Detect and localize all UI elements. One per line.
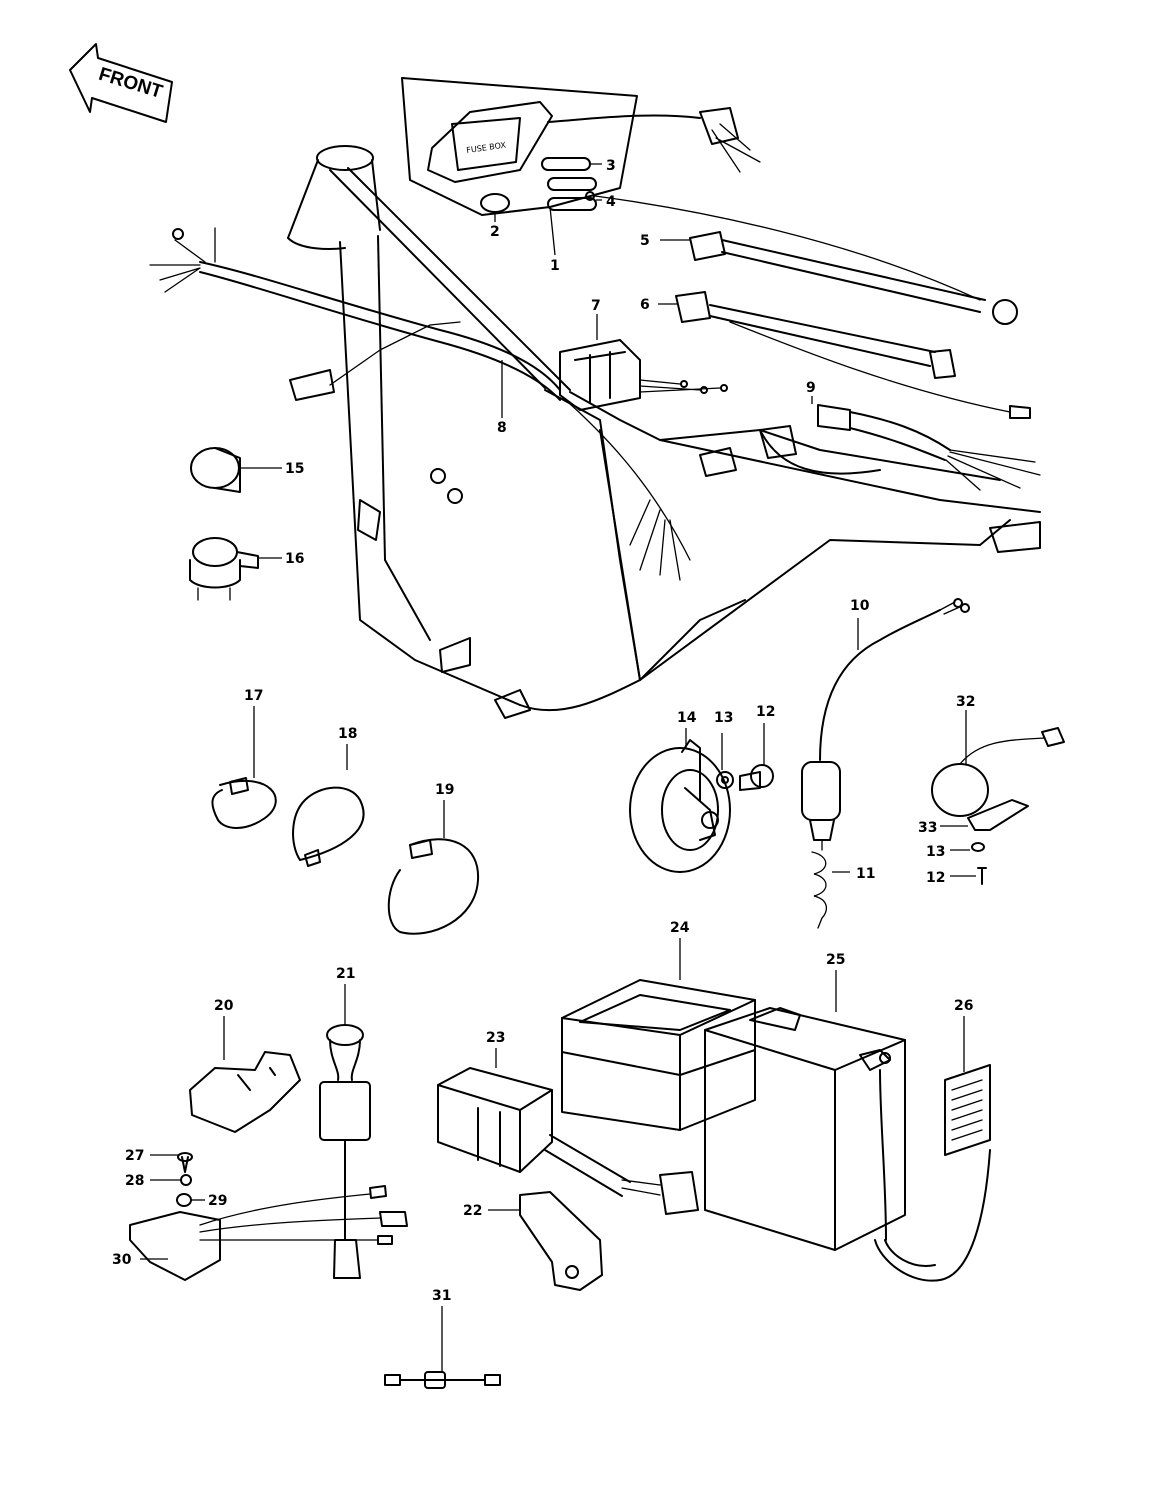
rear-harness [699,396,1041,491]
part-label-16: 16 [285,551,304,567]
part-label-29: 29 [208,1193,227,1209]
front-arrow: FRONT [69,43,173,123]
part-label-20: 20 [214,998,234,1014]
part-label-3: 3 [606,158,616,174]
part-label-21: 21 [336,966,355,982]
horn [629,723,774,873]
part-label-13a: 13 [714,710,733,726]
part-label-2: 2 [490,224,500,240]
part-label-5: 5 [640,233,650,249]
part-label-10: 10 [850,598,870,614]
part-label-18: 18 [338,726,357,742]
part-label-33: 33 [918,820,937,836]
part-label-19: 19 [435,782,454,798]
terminal-plate [129,1152,408,1281]
part-label-14: 14 [677,710,697,726]
bracket-20 [189,1016,301,1133]
part-labels: 1 2 3 4 5 6 7 8 9 10 11 12 12 13 13 14 1… [112,158,975,1304]
junction-block [559,314,728,411]
fuse-box-group: FUSE BOX [401,77,761,256]
part-label-4: 4 [606,194,616,210]
part-label-28: 28 [125,1173,144,1189]
battery-cables [585,191,1031,419]
part-label-26: 26 [954,998,973,1014]
part-label-22: 22 [463,1203,482,1219]
front-label: FRONT [96,64,165,103]
part-label-12a: 12 [756,704,775,720]
part-label-1: 1 [550,258,560,274]
part-label-25: 25 [826,952,845,968]
part-label-32: 32 [956,694,975,710]
main-harness [149,227,691,581]
push-switch [319,984,371,1279]
part-label-8: 8 [497,420,507,436]
part-label-15: 15 [285,461,304,477]
regulator [437,1048,699,1215]
sensor-switch [931,710,1065,885]
frame [287,145,1041,719]
part-label-27: 27 [125,1148,144,1164]
part-label-13b: 13 [926,844,945,860]
part-label-9: 9 [806,380,816,396]
stop-switch [801,598,970,929]
part-label-17: 17 [244,688,263,704]
fuse-box-text: FUSE BOX [466,140,507,155]
battery-case [561,938,756,1131]
part-label-12b: 12 [926,870,945,886]
part-label-23: 23 [486,1030,505,1046]
lead-wire [384,1306,501,1389]
bracket-22 [488,1191,603,1291]
part-label-31: 31 [432,1288,451,1304]
part-label-24: 24 [670,920,690,936]
bands [211,706,480,935]
battery [704,970,991,1282]
part-label-7: 7 [591,298,601,314]
part-label-30: 30 [112,1252,132,1268]
relays [189,447,282,601]
caution-label [944,1016,991,1156]
part-label-11: 11 [856,866,875,882]
part-label-6: 6 [640,297,650,313]
